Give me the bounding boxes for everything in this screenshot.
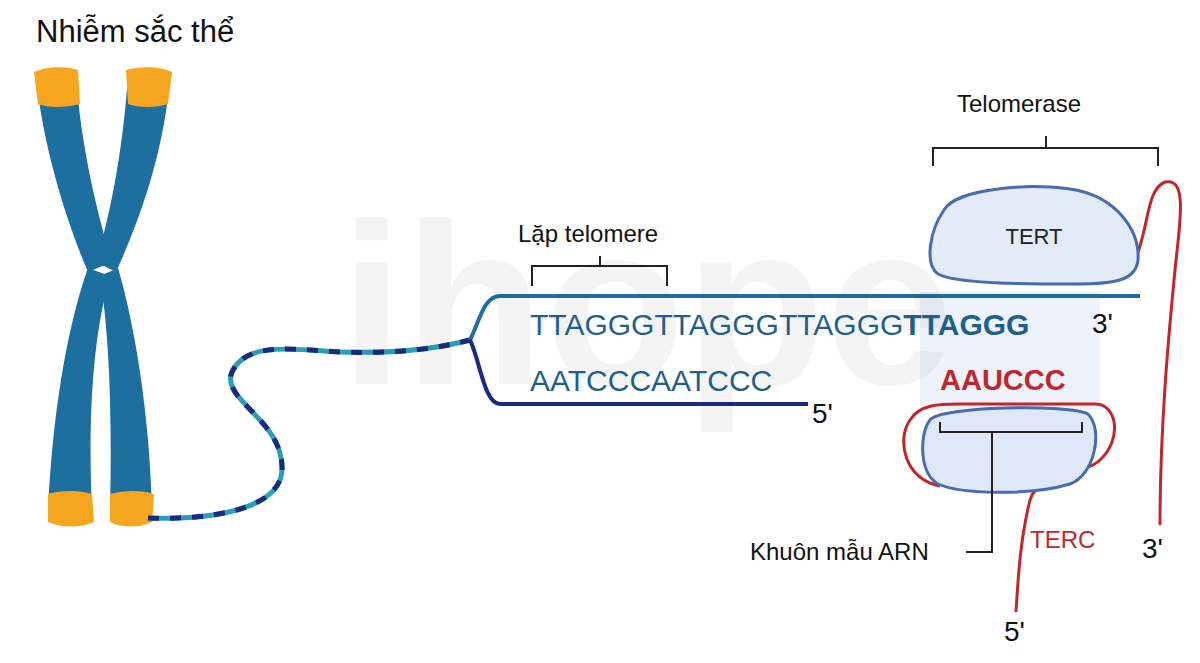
rna-strand: [904, 404, 1115, 612]
callout-label: Khuôn mẫu ARN: [750, 540, 929, 564]
node-text: TERT: [926, 224, 1142, 250]
template-blob: [923, 408, 1096, 493]
rna-label: TERC: [1030, 528, 1095, 552]
strand-end: 5': [812, 400, 833, 428]
enzyme-subunit: TERT: [926, 180, 1142, 288]
strand-end: 5': [1004, 618, 1025, 646]
bracket-label: Lặp telomere: [518, 222, 658, 246]
dna-sequence: TTAGGGTTAGGGTTAGGG: [530, 310, 903, 340]
rna-template-sequence: AAUCCC: [940, 366, 1066, 395]
new-repeat: TTAGGG: [903, 310, 1029, 340]
chromosome: [36, 74, 170, 512]
rna-strand: [1132, 182, 1180, 525]
dna-sequence: AATCCCAATCCC: [530, 366, 772, 396]
bracket: [933, 136, 1158, 166]
component-label: Telomerase: [957, 92, 1081, 116]
telomere-cap: [34, 67, 172, 526]
diagram-title: Nhiễm sắc thể: [36, 16, 234, 47]
strand-end: 3': [1092, 310, 1113, 338]
strand-end: 3': [1142, 535, 1163, 563]
